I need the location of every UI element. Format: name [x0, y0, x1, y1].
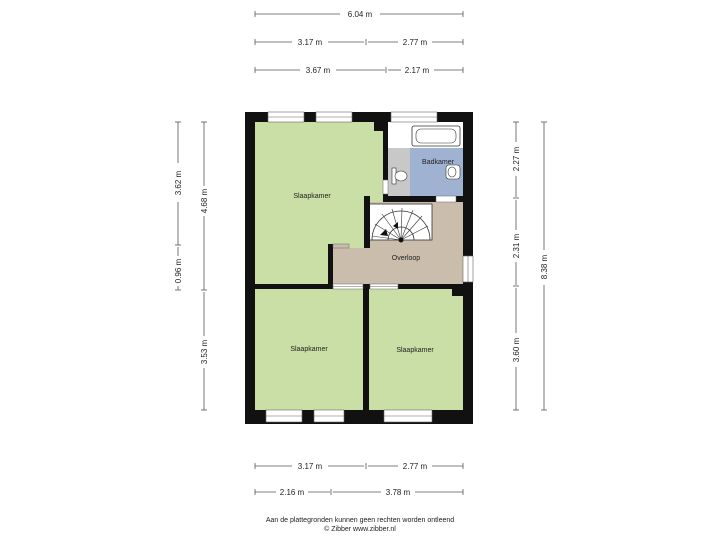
dim-top-row2-right: 2.77 m: [403, 38, 428, 47]
dimension-lines-right: [513, 121, 547, 411]
dim-left-mid: 0.96 m: [174, 258, 183, 283]
dim-right-upper: 2.27 m: [512, 146, 521, 171]
dim-left-lower: 3.53 m: [200, 339, 209, 364]
room-bedroom-bottom-right: [369, 289, 463, 410]
dim-top-row3-right: 2.17 m: [405, 66, 430, 75]
windows: [265, 111, 474, 423]
dim-right-mid: 2.31 m: [512, 233, 521, 258]
footer-disclaimer: Aan de plattegronden kunnen geen rechten…: [265, 517, 455, 524]
dim-bottom-row2-right: 3.78 m: [386, 488, 411, 497]
spiral-stair: [368, 203, 433, 243]
dim-right-lower: 3.60 m: [512, 337, 521, 362]
sink-icon: [445, 164, 461, 180]
dim-top-row3-left: 3.67 m: [306, 66, 331, 75]
dim-right-total: 8.38 m: [540, 254, 549, 279]
toilet-icon: [391, 167, 408, 185]
dim-left-upper-long: 4.68 m: [200, 188, 209, 213]
bathtub-icon: [411, 125, 461, 147]
room-bedroom-bottom-left: [255, 289, 363, 410]
dim-left-upper: 3.62 m: [174, 170, 183, 195]
doors: [332, 179, 457, 290]
dim-top-row2-left: 3.17 m: [298, 38, 323, 47]
dimension-lines-bottom: [254, 463, 464, 495]
room-label-bathroom: Badkamer: [422, 159, 455, 166]
dim-bottom-row1-left: 3.17 m: [298, 462, 323, 471]
room-label-landing: Overloop: [392, 255, 421, 262]
dimension-lines-top: [254, 11, 464, 73]
room-label-bedroom-bottom-right: Slaapkamer: [396, 347, 434, 354]
room-label-bedroom-bottom-left: Slaapkamer: [290, 346, 328, 353]
room-label-bedroom-top-left: Slaapkamer: [293, 193, 331, 200]
dim-top-total: 6.04 m: [348, 10, 373, 19]
footer-copyright: © Zibber www.zibber.nl: [324, 526, 396, 533]
dimension-lines-left: [175, 121, 207, 411]
dim-bottom-row2-left: 2.16 m: [280, 488, 305, 497]
dim-bottom-row1-right: 2.77 m: [403, 462, 428, 471]
